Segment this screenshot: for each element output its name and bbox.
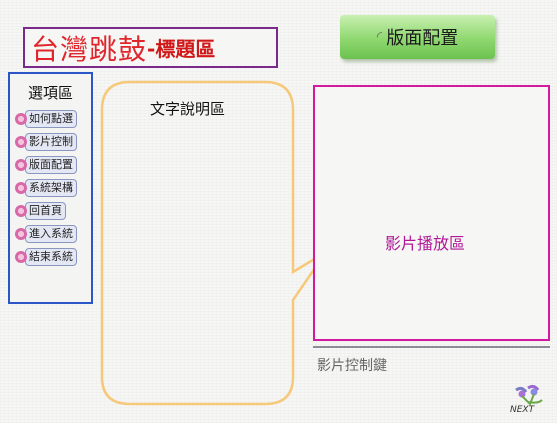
layout-button-label: 版面配置 xyxy=(386,28,459,49)
menu-item-video-control[interactable]: 影片控制 xyxy=(15,132,91,152)
menu-item-layout[interactable]: 版面配置 xyxy=(15,155,91,175)
next-label: NEXT xyxy=(510,405,535,415)
video-controls-label: 影片控制鍵 xyxy=(317,358,387,374)
flower-icon xyxy=(15,228,27,240)
menu-item-label: 版面配置 xyxy=(25,156,77,174)
menu-item-label: 回首頁 xyxy=(25,202,66,220)
layout-button[interactable]: ◜ 版面配置 xyxy=(340,15,495,59)
flower-icon xyxy=(15,113,27,125)
menu-item-label: 如何點選 xyxy=(25,110,77,128)
menu-item-home[interactable]: 回首頁 xyxy=(15,201,91,221)
next-button[interactable] xyxy=(508,384,548,416)
flower-icon xyxy=(15,251,27,263)
options-menu: 如何點選 影片控制 版面配置 系統架構 回首頁 進入系統 結束系統 xyxy=(10,109,91,267)
options-title: 選項區 xyxy=(27,84,73,102)
flower-icon xyxy=(15,159,27,171)
menu-item-how-to-click[interactable]: 如何點選 xyxy=(15,109,91,129)
video-controls[interactable]: 影片控制鍵 xyxy=(313,346,550,379)
menu-item-enter-system[interactable]: 進入系統 xyxy=(15,224,91,244)
menu-item-system-architecture[interactable]: 系統架構 xyxy=(15,178,91,198)
title-area: 台灣跳鼓 -標題區 xyxy=(23,27,278,68)
menu-item-label: 進入系統 xyxy=(25,225,77,243)
flower-next-icon xyxy=(515,384,543,406)
title-area-label: -標題區 xyxy=(147,37,216,61)
description-title: 文字說明區 xyxy=(150,100,226,118)
video-player-area[interactable]: 影片播放區 xyxy=(313,85,550,341)
menu-item-label: 影片控制 xyxy=(25,133,77,151)
video-area-label: 影片播放區 xyxy=(385,234,466,253)
options-panel: 選項區 如何點選 影片控制 版面配置 系統架構 回首頁 進入系統 結束系統 xyxy=(8,72,93,304)
flower-icon xyxy=(15,182,27,194)
flower-icon xyxy=(15,205,27,217)
page-title: 台灣跳鼓 xyxy=(31,32,148,66)
menu-item-exit-system[interactable]: 結束系統 xyxy=(15,247,91,267)
menu-item-label: 結束系統 xyxy=(25,248,77,266)
pointer-icon: ◜ xyxy=(376,29,383,45)
flower-icon xyxy=(15,136,27,148)
